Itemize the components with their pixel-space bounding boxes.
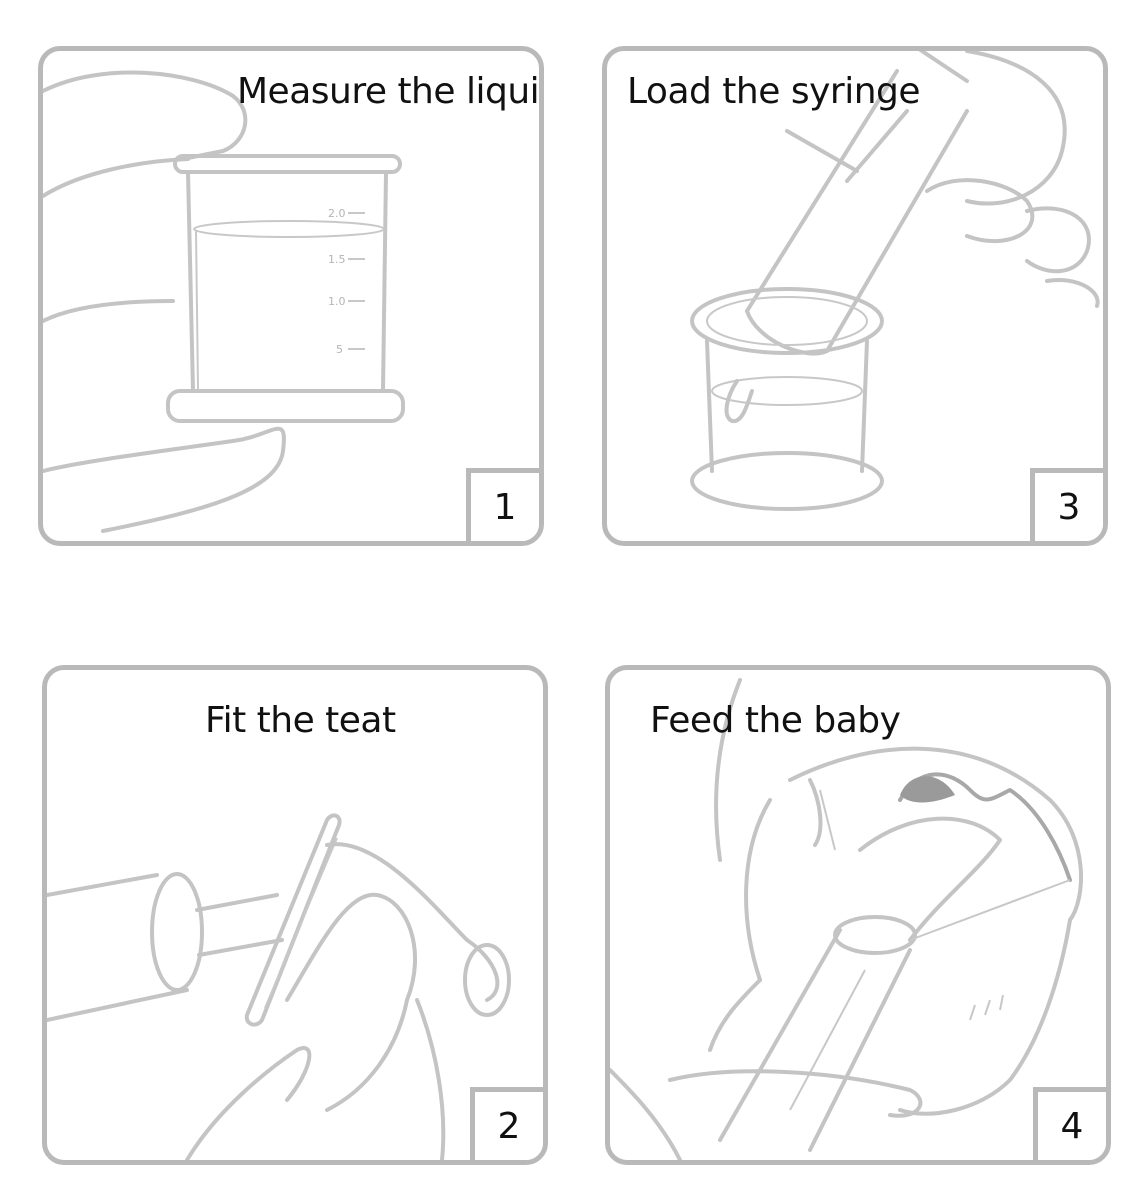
- feed-baby-illustration: [610, 678, 1084, 1160]
- cup-tick-label: 1.5: [328, 253, 346, 266]
- panel-feed-baby: Feed the baby 4: [605, 665, 1111, 1165]
- panel-title: Measure the liquid: [237, 71, 544, 112]
- cup-tick-label: 5: [336, 343, 343, 356]
- panel-measure-liquid: 2.0 1.5 1.0 5 Measure the liquid 1: [38, 46, 544, 546]
- panel-title: Load the syringe: [627, 71, 921, 112]
- cup-scale: 2.0 1.5 1.0 5: [328, 207, 365, 356]
- step-number-box: 1: [466, 468, 539, 541]
- measure-cup-illustration: 2.0 1.5 1.0 5: [43, 70, 405, 533]
- fit-teat-illustration: [47, 813, 511, 1160]
- cup-tick-label: 1.0: [328, 295, 346, 308]
- step-number-box: 4: [1033, 1087, 1106, 1160]
- step-number-box: 3: [1030, 468, 1103, 541]
- panel-title: Feed the baby: [650, 700, 901, 741]
- syringe-loading-illustration: [690, 51, 1100, 511]
- panel-title: Fit the teat: [205, 700, 396, 741]
- step-number-box: 2: [470, 1087, 543, 1160]
- cup-tick-label: 2.0: [328, 207, 346, 220]
- panel-load-syringe: Load the syringe 3: [602, 46, 1108, 546]
- panel-fit-teat: Fit the teat 2: [42, 665, 548, 1165]
